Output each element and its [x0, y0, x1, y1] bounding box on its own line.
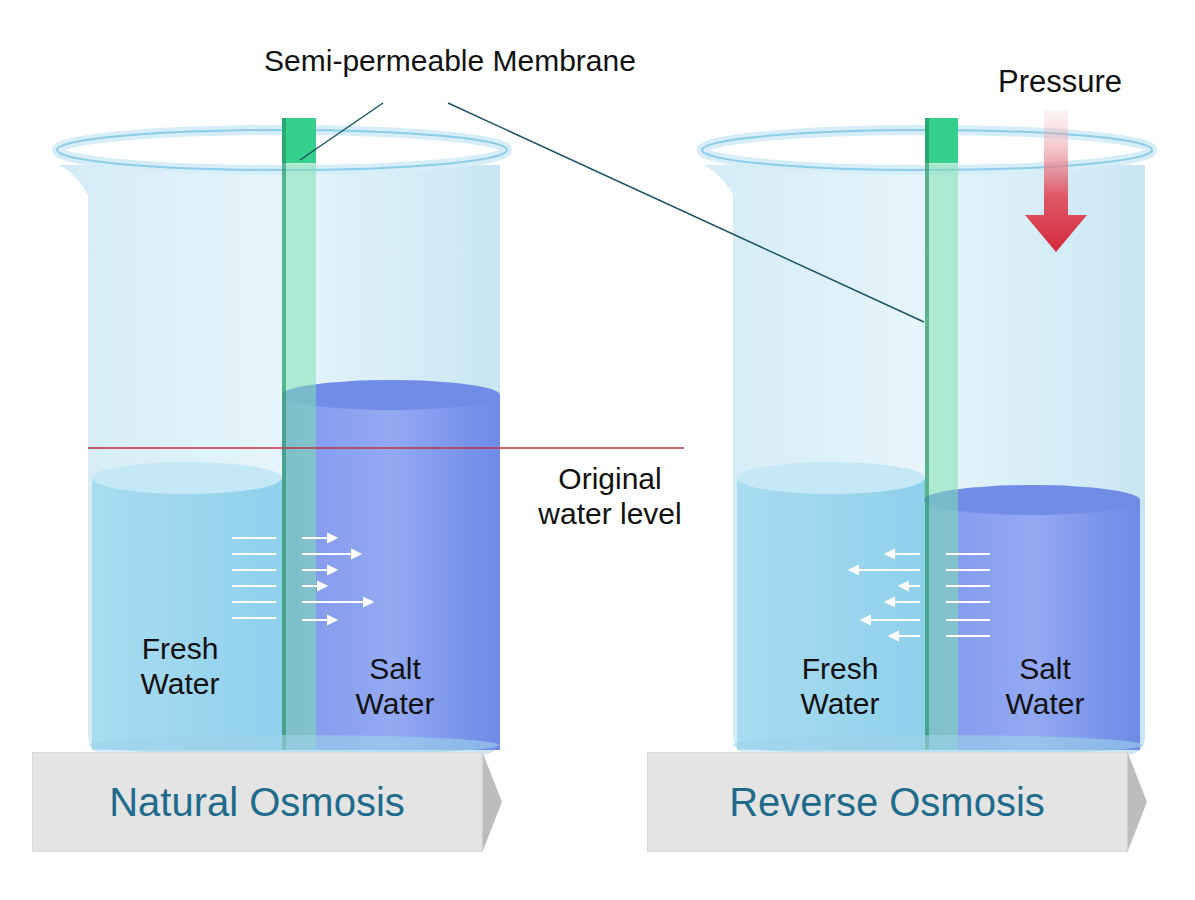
title-plate: Natural Osmosis: [32, 752, 502, 852]
water-label: Fresh Water: [120, 632, 240, 701]
original-level-line: [88, 447, 684, 449]
level-label: Original water level: [520, 462, 700, 531]
reverse-flow-arrows: [850, 550, 990, 640]
osmosis-flow-arrows: [232, 534, 372, 624]
leader-line: [300, 103, 383, 160]
title-plate: Reverse Osmosis: [647, 752, 1147, 852]
water-label: Salt Water: [990, 652, 1100, 721]
leader-line: [448, 103, 924, 322]
pressure-label: Pressure: [960, 64, 1160, 100]
left-beaker: [57, 118, 507, 755]
plate-title: Natural Osmosis: [32, 752, 502, 852]
pressure-arrow: [1025, 110, 1087, 252]
water-label: Salt Water: [340, 652, 450, 721]
membrane-label: Semi-permeable Membrane: [200, 44, 700, 79]
plate-title: Reverse Osmosis: [647, 752, 1147, 852]
water-label: Fresh Water: [780, 652, 900, 721]
right-beaker: [702, 118, 1152, 755]
